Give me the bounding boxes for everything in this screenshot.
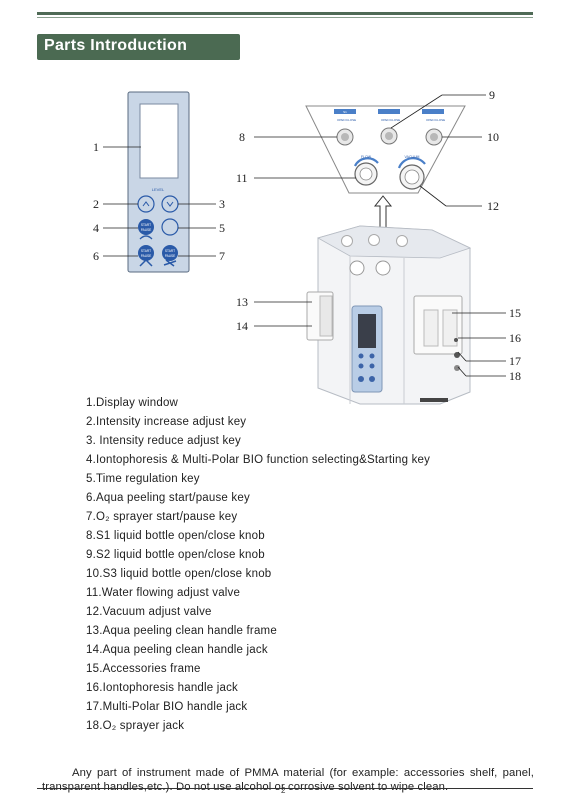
iontophoresis-key <box>138 219 154 235</box>
list-item: 11.Water flowing adjust valve <box>86 587 241 599</box>
svg-text:START: START <box>165 249 175 253</box>
svg-text:PAUSE: PAUSE <box>141 254 152 258</box>
svg-text:PAUSE: PAUSE <box>141 228 152 232</box>
o2-sprayer-key <box>162 245 178 261</box>
knob-s1: S1 OPEN CLOSE <box>334 109 356 146</box>
footer-note: Any part of instrument made of PMMA mate… <box>42 767 534 793</box>
list-item: 12.Vacuum adjust valve <box>86 606 212 618</box>
callout-15: 15 <box>509 306 521 320</box>
callout-2: 2 <box>93 197 99 211</box>
list-item: 10.S3 liquid bottle open/close knob <box>86 568 272 580</box>
callout-12: 12 <box>487 199 499 213</box>
list-item: 17.Multi-Polar BIO handle jack <box>86 701 248 713</box>
top-panel-illustration: S1 OPEN CLOSE OPEN CLOSE OPEN CLOSE FLOW <box>305 105 466 194</box>
svg-text:CLOSE: CLOSE <box>390 118 400 122</box>
svg-text:PAUSE: PAUSE <box>165 254 176 258</box>
callout-13: 13 <box>236 295 248 309</box>
list-item: 14.Aqua peeling clean handle jack <box>86 644 268 656</box>
list-item: 13.Aqua peeling clean handle frame <box>86 625 277 637</box>
knob-s2: OPEN CLOSE <box>378 109 400 145</box>
list-item: 15.Accessories frame <box>86 663 201 675</box>
svg-text:S1: S1 <box>343 110 347 114</box>
section-title-bar: Parts Introduction <box>37 34 240 60</box>
svg-text:OPEN: OPEN <box>426 118 435 122</box>
vacuum-valve: VACUUM <box>397 155 426 190</box>
list-item: 4.Iontophoresis & Multi-Polar BIO functi… <box>86 454 431 466</box>
list-item: 2.Intensity increase adjust key <box>86 416 247 428</box>
aqua-peel-key <box>138 245 154 261</box>
callout-7: 7 <box>219 249 225 263</box>
list-item: 9.S2 liquid bottle open/close knob <box>86 549 265 561</box>
list-item: 6.Aqua peeling start/pause key <box>86 492 250 504</box>
svg-text:LEVEL: LEVEL <box>152 187 165 192</box>
list-item: 18.O₂ sprayer jack <box>86 720 185 732</box>
page-number: 2 <box>281 786 286 795</box>
flow-valve: FLOW <box>354 155 379 186</box>
callout-10: 10 <box>487 130 499 144</box>
svg-text:START: START <box>141 223 151 227</box>
callout-16: 16 <box>509 331 521 345</box>
parts-list: 1.Display window 2.Intensity increase ad… <box>86 394 430 736</box>
section-title: Parts Introduction <box>44 37 188 54</box>
callout-8: 8 <box>239 130 245 144</box>
callout-9: 9 <box>489 88 495 102</box>
list-item: 8.S1 liquid bottle open/close knob <box>86 530 265 542</box>
svg-text:OPEN: OPEN <box>337 118 346 122</box>
list-item: 5.Time regulation key <box>86 473 200 485</box>
callout-4: 4 <box>93 221 99 235</box>
knob-s3: OPEN CLOSE <box>422 109 445 146</box>
svg-text:CLOSE: CLOSE <box>435 118 445 122</box>
list-item: 16.Iontophoresis handle jack <box>86 682 239 694</box>
callout-11: 11 <box>236 171 248 185</box>
control-panel-illustration: LEVEL START PAUSE START PAUSE START PAUS… <box>127 91 190 273</box>
header-rule-thin <box>37 17 533 18</box>
svg-text:START: START <box>141 249 151 253</box>
footer-rule <box>37 788 533 789</box>
list-item: 3. Intensity reduce adjust key <box>86 435 241 447</box>
callout-6: 6 <box>93 249 99 263</box>
device-body-illustration <box>306 225 472 405</box>
callout-5: 5 <box>219 221 225 235</box>
time-key <box>161 218 179 236</box>
callout-17: 17 <box>509 354 521 368</box>
svg-text:VACUUM: VACUUM <box>405 155 420 159</box>
callout-3: 3 <box>219 197 225 211</box>
callout-18: 18 <box>509 369 521 383</box>
header-rule-thick <box>37 12 533 15</box>
list-item: 7.O₂ sprayer start/pause key <box>86 511 238 523</box>
svg-text:OPEN: OPEN <box>381 118 390 122</box>
svg-text:FLOW: FLOW <box>361 155 372 159</box>
display-window <box>139 103 179 179</box>
svg-text:CLOSE: CLOSE <box>346 118 356 122</box>
list-item: 1.Display window <box>86 397 179 409</box>
callout-14: 14 <box>236 319 248 333</box>
callout-1: 1 <box>93 140 99 154</box>
